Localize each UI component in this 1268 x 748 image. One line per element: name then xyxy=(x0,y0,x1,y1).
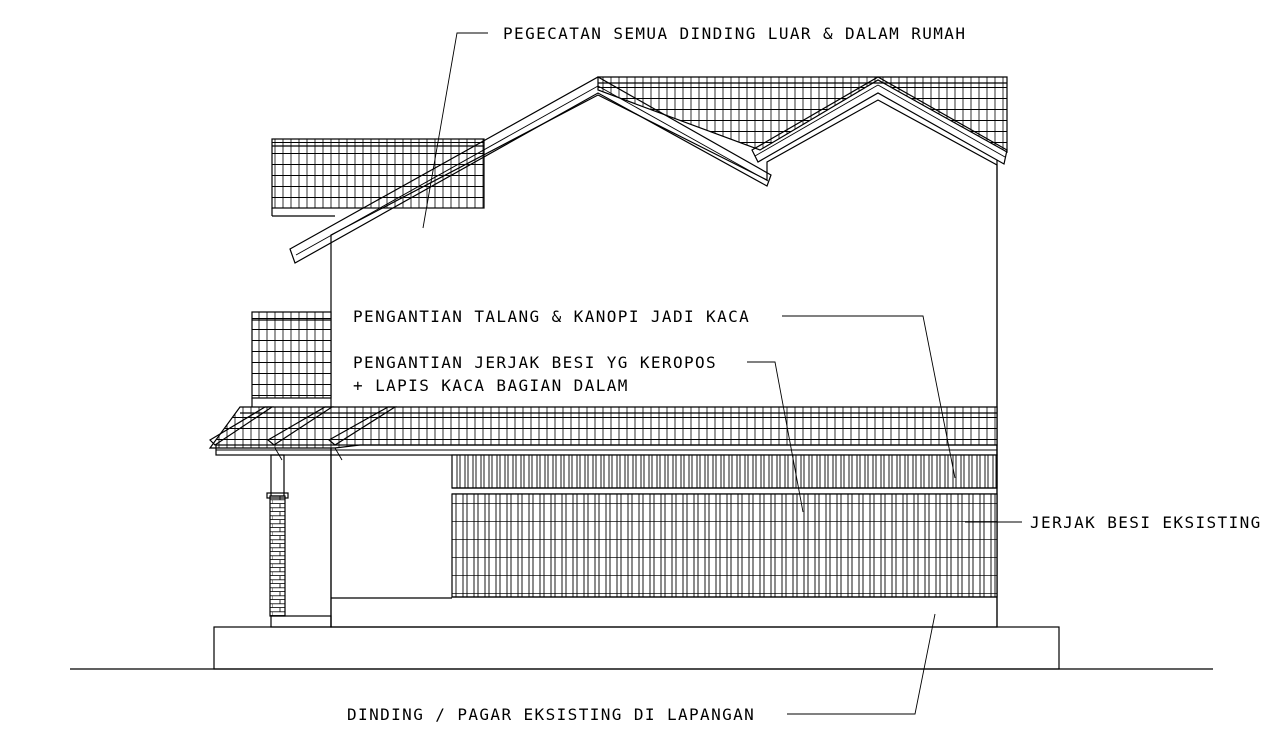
label-iron-grille-1: PENGANTIAN JERJAK BESI YG KEROPOS xyxy=(353,353,717,372)
label-gutter-canopy: PENGANTIAN TALANG & KANOPI JADI KACA xyxy=(353,307,750,326)
left-gable-barge xyxy=(289,76,772,264)
porch-column xyxy=(269,495,286,617)
leader-existing-wall xyxy=(787,613,936,715)
foundation-wall xyxy=(213,626,1060,670)
right-gable-barge xyxy=(751,76,1008,165)
label-painting: PEGECATAN SEMUA DINDING LUAR & DALAM RUM… xyxy=(503,24,966,43)
leader-gutter-canopy xyxy=(782,315,956,479)
upper-grille-band xyxy=(451,454,998,489)
iron-grille xyxy=(451,493,998,598)
leader-painting xyxy=(422,32,488,229)
label-existing-grille: JERJAK BESI EKSISTING xyxy=(1030,513,1262,532)
side-window-roof xyxy=(251,311,332,399)
rear-roof-band xyxy=(597,76,1008,154)
label-existing-wall: DINDING / PAGAR EKSISTING DI LAPANGAN xyxy=(347,705,755,724)
label-iron-grille-2: + LAPIS KACA BAGIAN DALAM xyxy=(353,376,629,395)
leader-iron-grille xyxy=(747,361,804,513)
upper-left-roof xyxy=(271,138,485,209)
